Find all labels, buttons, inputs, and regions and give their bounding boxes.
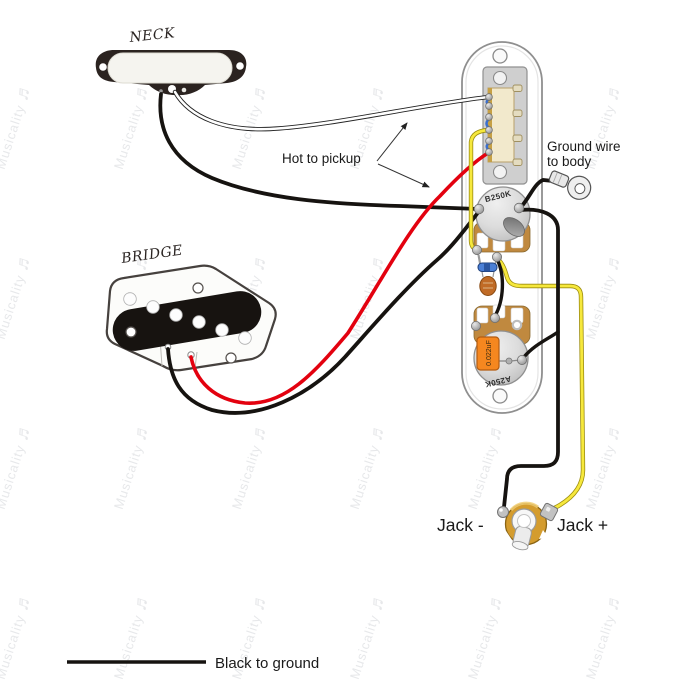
bridge-ground-wire <box>166 208 482 415</box>
switch-contact-hooks <box>512 84 523 166</box>
volume-casing-lug-right <box>513 202 525 214</box>
solder-dot <box>505 357 513 365</box>
tone-terminal-mid <box>489 312 500 323</box>
plate-screw-bottom <box>492 388 508 404</box>
bridge-pole-pieces <box>123 292 252 345</box>
tone-pot: A250K <box>473 304 531 389</box>
tone-capacitor-label: 0.022uF <box>486 340 493 366</box>
ground-to-body-wire <box>519 178 555 209</box>
tone-pot-lugs <box>470 312 528 365</box>
tone-ground-link-wire <box>522 330 560 359</box>
jack-tip-lug <box>539 502 559 522</box>
jack-ground-wire <box>502 207 560 509</box>
ground-wire-label-line1: Ground wire <box>547 139 621 154</box>
volume-output-wire <box>496 257 585 513</box>
bridge-hot-wire <box>189 151 490 405</box>
neck-hot-wire <box>173 90 490 131</box>
bridge-pickup-label: BRIDGE <box>119 242 184 267</box>
jack-plus-label: Jack + <box>557 515 608 535</box>
switch-brass-strip <box>488 88 492 162</box>
tone-pot-washer-hole <box>511 319 523 331</box>
jack-sleeve-lug <box>497 506 509 518</box>
neck-mount-hole-left <box>99 63 107 71</box>
bridge-screw-hole <box>192 282 204 294</box>
bridge-pickup <box>105 264 277 372</box>
tone-casing-lug <box>517 354 528 365</box>
treble-bleed-disc-capacitor <box>479 276 497 296</box>
black-to-ground-label: Black to ground <box>215 655 319 672</box>
tone-capacitor: 0.022uF <box>476 336 521 371</box>
jack-minus-label: Jack - <box>437 515 484 535</box>
hot-to-pickup-label: Hot to pickup <box>282 151 361 166</box>
neck-pickup-label: NECK <box>128 25 177 46</box>
bridge-screw-hole <box>225 352 237 364</box>
volume-terminal-1 <box>471 244 482 255</box>
volume-tone-jumper-wire <box>493 257 505 318</box>
volume-casing-lug-left <box>473 203 485 215</box>
tone-terminal-left <box>470 320 481 331</box>
switch-screw-bottom <box>492 164 508 180</box>
ground-ring-terminal <box>548 170 592 200</box>
neck-mount-hole-right <box>236 62 244 70</box>
plate-screw-top <box>492 48 508 64</box>
volume-pot: B250K <box>473 186 531 253</box>
switch-lugs <box>485 93 493 156</box>
pot-shaft <box>503 217 525 237</box>
bridge-screw-hole <box>125 326 137 338</box>
volume-pot-lugs <box>471 202 525 262</box>
ground-wire-label-line2: to body <box>547 154 592 169</box>
neck-pickup <box>95 50 247 96</box>
switch-screw-top <box>492 70 508 86</box>
output-jack <box>497 501 559 551</box>
treble-bleed <box>476 248 498 296</box>
pickup-selector-switch <box>482 66 528 185</box>
hot-to-pickup-arrows <box>376 122 430 188</box>
volume-terminal-2 <box>491 251 502 262</box>
